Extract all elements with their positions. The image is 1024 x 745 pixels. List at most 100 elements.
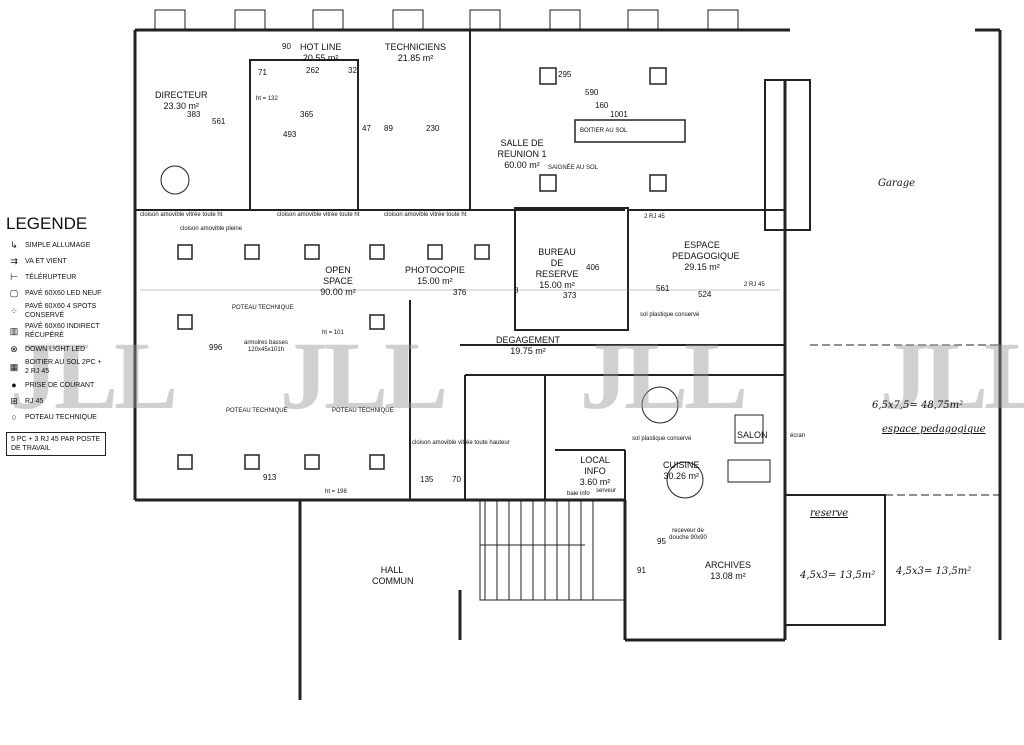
room-area: 30.26 m² (663, 471, 700, 481)
note-ht: ht = 198 (325, 489, 347, 495)
dimension: 561 (212, 117, 226, 126)
dimension: 590 (585, 88, 599, 97)
note-cloison-haute: cloison amovible vitrée toute hauteur (412, 440, 510, 446)
label-reserve: reserve (810, 508, 849, 519)
dimension: 160 (595, 101, 609, 110)
room-name: HOT LINE (300, 42, 342, 52)
legend-label: DOWN LIGHT LED (25, 345, 86, 353)
dimension: 135 (420, 475, 434, 484)
two-way-switch-icon: ⇉ (10, 255, 18, 266)
note-sol: sol plastique conservé (632, 436, 692, 442)
simple-switch-icon: ↳ (10, 239, 18, 250)
room-area: 13.08 m² (710, 571, 746, 581)
dimension: 91 (637, 566, 646, 575)
room-name: CUISINE (663, 460, 700, 470)
legend-title: LEGENDE (6, 214, 88, 233)
dimension: 524 (698, 290, 712, 299)
room-hall-commun: HALL COMMUN (372, 565, 414, 586)
legend-label: PAVÉ 60X60 4 SPOTS CONSERVÉ (25, 303, 97, 319)
dimension: 493 (283, 130, 297, 139)
room-area: 3.60 m² (579, 477, 611, 487)
dimension: 561 (656, 284, 670, 293)
dimension: 89 (384, 124, 393, 133)
outlet-icon: ● (11, 379, 17, 390)
watermark-jll: JLL (280, 322, 448, 429)
dimension: 90 (282, 42, 291, 51)
legend-label: PAVÉ 60X60 LED NEUF (25, 289, 102, 297)
dimension: 996 (209, 343, 223, 352)
room-name: TECHNICIENS (385, 42, 447, 52)
note-serveur: serveur (596, 488, 617, 494)
rj45-icon: ⊞ (10, 395, 18, 406)
technical-post-icon: ○ (11, 411, 17, 422)
downlight-icon: ⊗ (10, 343, 18, 354)
watermark-jll: JLL (10, 322, 178, 429)
dimension: 1001 (610, 110, 628, 119)
dimension: 365 (300, 110, 314, 119)
room-name: ARCHIVES (705, 560, 752, 570)
note-sol: sol plastique conservé (640, 312, 700, 318)
dimension: 32 (348, 66, 357, 75)
dimension: 8 (514, 286, 519, 295)
dimension: 383 (187, 110, 201, 119)
room-area: 21.85 m² (397, 53, 434, 63)
led-panel-icon: ▢ (9, 287, 19, 298)
room-area: 15.00 m² (417, 276, 453, 286)
note-rj45: 2 RJ 45 (644, 214, 665, 220)
dimension: 913 (263, 473, 277, 482)
dimension: 95 (657, 537, 666, 546)
note-calc-reserve: 4,5x3= 13,5m² (896, 566, 972, 577)
note-poteau: POTEAU TECHNIQUE (226, 408, 288, 414)
legend-label: SIMPLE ALLUMAGE (25, 241, 91, 249)
label-garage: Garage (878, 178, 916, 189)
watermark-jll: JLL (580, 322, 748, 429)
legend-label: TÉLÉRUPTEUR (25, 273, 77, 281)
room-name: PHOTOCOPIE (405, 265, 465, 275)
room-salon: SALON (737, 430, 768, 440)
room-name: SALLE DE REUNION 1 (497, 138, 547, 159)
note-espace-pedago: espace pedagogique (882, 424, 986, 435)
legend-label: VA ET VIENT (25, 257, 67, 265)
room-area: 20.55 m² (302, 53, 339, 63)
room-area: 90.00 m² (320, 287, 356, 297)
spots-panel-icon: ⁘ (10, 305, 18, 316)
dimension: 230 (426, 124, 440, 133)
dimension: 262 (306, 66, 320, 75)
indirect-panel-icon: ▥ (9, 325, 19, 336)
note-baie: baie info (567, 491, 590, 497)
dimension: 373 (563, 291, 577, 300)
note-ht: ht = 132 (256, 96, 278, 102)
legend: LEGENDE ↳SIMPLE ALLUMAGE ⇉VA ET VIENT ⊢T… (6, 214, 115, 456)
room-area: 29.15 m² (684, 262, 720, 272)
room-name: ESPACE PEDAGOGIQUE (672, 240, 740, 261)
room-name: OPEN SPACE (323, 265, 353, 286)
room-area: 19.75 m² (510, 346, 546, 356)
legend-label: RJ 45 (25, 397, 44, 405)
note-cloison: cloison amovible vitrée toute ht (277, 212, 360, 218)
note-poteau: POTEAU TECHNIQUE (332, 408, 394, 414)
note-saignee: SAIGNÉE AU SOL (548, 165, 599, 171)
legend-label: PRISE DE COURANT (25, 381, 95, 389)
room-name: DEGAGEMENT (496, 335, 561, 345)
dimension: 47 (362, 124, 371, 133)
room-name: LOCAL INFO (580, 455, 610, 476)
room-area: 60.00 m² (504, 160, 540, 170)
dimension: 376 (453, 288, 467, 297)
floor-box-icon: ▦ (9, 361, 19, 372)
legend-label: BOITIER AU SOL 2PC + 2 RJ 45 (25, 359, 102, 375)
note-cloison: cloison amovible vitrée toute ht (140, 212, 223, 218)
dimension: 406 (586, 263, 600, 272)
note-poteau: POTEAU TECHNIQUE (232, 305, 294, 311)
dimension: 70 (452, 475, 461, 484)
